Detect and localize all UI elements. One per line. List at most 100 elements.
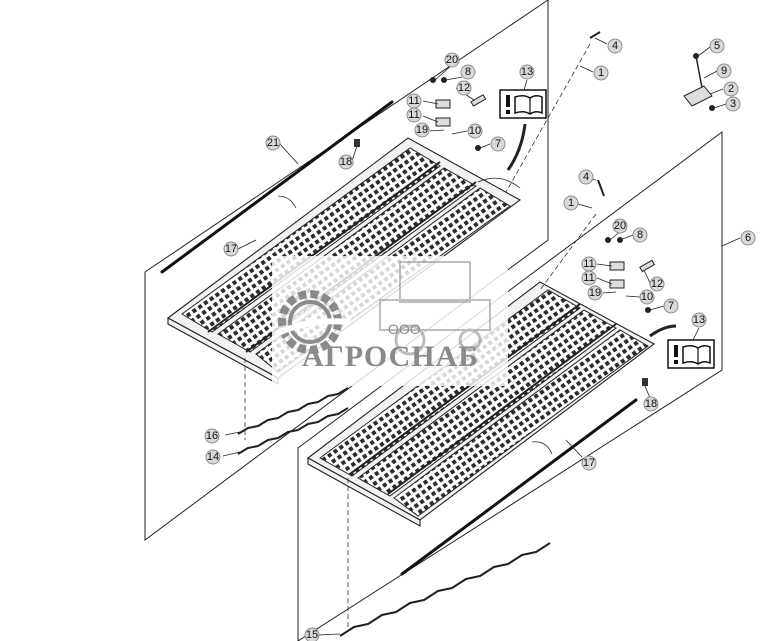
pin-12-lower bbox=[639, 259, 656, 273]
callouts-bottom: 4 1 6 20 8 11 12 11 19 10 7 13 18 17 16 … bbox=[204, 169, 756, 641]
callout: 21 bbox=[265, 135, 281, 151]
callout-label: 6 bbox=[745, 232, 751, 244]
callout-label: 4 bbox=[612, 40, 618, 52]
callout: 20 bbox=[444, 52, 460, 68]
nut-7 bbox=[475, 145, 481, 151]
callout-label: 19 bbox=[589, 287, 601, 299]
callout: 4 bbox=[578, 169, 594, 185]
bolt-4-lower bbox=[597, 179, 605, 197]
callout: 9 bbox=[716, 63, 732, 79]
callout-label: 10 bbox=[469, 125, 481, 137]
callout: 13 bbox=[519, 64, 535, 80]
upper-bar-1 bbox=[207, 161, 441, 333]
callout-label: 11 bbox=[583, 272, 594, 284]
callout: 8 bbox=[460, 64, 476, 80]
callout: 17 bbox=[581, 455, 597, 471]
callout: 10 bbox=[639, 289, 655, 305]
callout-label: 16 bbox=[206, 430, 218, 442]
callout: 15 bbox=[304, 627, 320, 641]
callout-label: 7 bbox=[668, 300, 674, 312]
callout: 5 bbox=[709, 38, 725, 54]
rod-17 bbox=[400, 398, 638, 576]
callout: 10 bbox=[467, 123, 483, 139]
lower-arrow bbox=[531, 441, 553, 455]
callout-label: 13 bbox=[521, 66, 533, 78]
pin-12 bbox=[470, 94, 487, 107]
clip-18 bbox=[354, 139, 360, 147]
callout-label: 3 bbox=[730, 98, 736, 110]
callout: 18 bbox=[338, 154, 354, 170]
plate-2 bbox=[683, 85, 713, 107]
rod-21 bbox=[160, 100, 394, 274]
callout-label: 13 bbox=[693, 314, 705, 326]
callout: 14 bbox=[205, 449, 221, 465]
hardware-group bbox=[683, 53, 715, 111]
callout: 7 bbox=[663, 298, 679, 314]
callout: 12 bbox=[649, 276, 665, 292]
lower-fold-arrow bbox=[649, 324, 677, 338]
nut-8 bbox=[441, 77, 447, 83]
watermark-brand: АГРОСНАБ bbox=[302, 340, 479, 373]
callout: 11 bbox=[581, 270, 597, 286]
bracket-11 bbox=[435, 99, 451, 109]
callout: 2 bbox=[723, 81, 739, 97]
callout-label: 17 bbox=[583, 457, 595, 469]
lower-panel-outline bbox=[297, 131, 723, 641]
callout: 4 bbox=[607, 38, 623, 54]
strip-15 bbox=[339, 542, 551, 637]
upper-mesh-1 bbox=[181, 147, 441, 333]
callout-label: 12 bbox=[651, 278, 663, 290]
strip-16 bbox=[237, 387, 349, 435]
lower-frame-edge bbox=[307, 457, 421, 527]
lower-mesh-2 bbox=[357, 309, 617, 497]
leader-lines bbox=[222, 37, 741, 636]
callouts-top: 20 8 13 4 1 5 9 2 3 11 12 11 19 10 7 21 … bbox=[223, 38, 741, 257]
upper-fold-arrow bbox=[506, 123, 527, 171]
callout-label: 11 bbox=[583, 258, 594, 270]
callout-label: 15 bbox=[306, 629, 318, 641]
callout: 11 bbox=[406, 93, 422, 109]
upper-arrow bbox=[277, 195, 297, 209]
bracket-11b bbox=[435, 117, 451, 127]
callout: 18 bbox=[643, 396, 659, 412]
lower-mesh-3 bbox=[393, 329, 649, 517]
callout: 1 bbox=[563, 195, 579, 211]
callout: 19 bbox=[587, 285, 603, 301]
watermark: ООО АГРОСНАБ bbox=[272, 256, 508, 386]
manual-icon-top bbox=[499, 89, 547, 119]
callout-label: 18 bbox=[645, 398, 657, 410]
callout-label: 1 bbox=[568, 197, 574, 209]
callout: 16 bbox=[204, 428, 220, 444]
callout-label: 21 bbox=[267, 137, 279, 149]
manual-icon-bottom bbox=[667, 339, 715, 369]
clip-18-lower bbox=[642, 378, 648, 386]
callout: 11 bbox=[581, 256, 597, 272]
callout-label: 8 bbox=[465, 66, 471, 78]
nut-3 bbox=[709, 105, 715, 111]
callout-label: 17 bbox=[225, 243, 237, 255]
gear-icon bbox=[274, 290, 351, 354]
callout: 7 bbox=[490, 136, 506, 152]
bolt-20-lower bbox=[605, 237, 611, 243]
callout-label: 18 bbox=[340, 156, 352, 168]
strip-14 bbox=[237, 407, 349, 455]
callout: 19 bbox=[414, 122, 430, 138]
upper-handle bbox=[477, 177, 521, 189]
callout-label: 5 bbox=[714, 40, 720, 52]
callout-label: 2 bbox=[728, 83, 734, 95]
callout-label: 8 bbox=[637, 229, 643, 241]
lower-bar-1 bbox=[349, 303, 581, 475]
callout: 12 bbox=[456, 80, 472, 96]
bracket-11b-lower bbox=[609, 279, 625, 289]
bolt-4 bbox=[589, 31, 601, 39]
nut-7-lower bbox=[645, 307, 651, 313]
callout: 13 bbox=[691, 312, 707, 328]
callout: 11 bbox=[406, 107, 422, 123]
callout: 3 bbox=[725, 96, 741, 112]
callout-label: 10 bbox=[641, 291, 653, 303]
callout-label: 19 bbox=[416, 124, 428, 136]
callout-label: 11 bbox=[408, 109, 419, 121]
callout: 8 bbox=[632, 227, 648, 243]
callout: 17 bbox=[223, 241, 239, 257]
